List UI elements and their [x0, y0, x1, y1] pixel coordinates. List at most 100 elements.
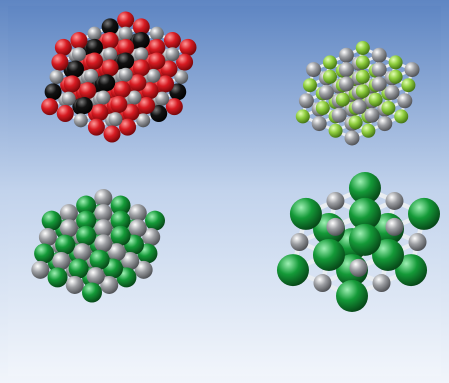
fluorite-lattice-model — [295, 41, 420, 146]
grey-sphere — [385, 217, 404, 236]
green-sphere — [47, 267, 68, 288]
grey-sphere — [371, 47, 387, 63]
grey-sphere — [94, 189, 113, 207]
light-green-sphere — [323, 55, 337, 70]
black-sphere — [101, 18, 119, 36]
red-sphere — [179, 38, 197, 56]
light-green-sphere — [355, 55, 370, 70]
grey-sphere — [61, 91, 76, 106]
light-green-sphere — [335, 92, 350, 107]
red-sphere — [163, 32, 181, 50]
grey-sphere — [311, 116, 327, 132]
grey-sphere — [73, 243, 92, 262]
grey-sphere — [349, 258, 368, 277]
grey-sphere — [404, 62, 420, 78]
black-sphere — [86, 38, 104, 56]
red-sphere — [103, 125, 121, 143]
black-sphere — [98, 74, 116, 92]
light-green-sphere — [323, 69, 337, 84]
green-sphere — [312, 238, 345, 271]
red-sphere — [63, 75, 81, 93]
light-green-sphere — [348, 115, 363, 130]
grey-sphere — [338, 47, 354, 63]
green-sphere — [336, 280, 368, 312]
grey-sphere — [87, 26, 102, 41]
grey-sphere — [290, 233, 309, 251]
green-sphere — [372, 238, 404, 271]
red-sphere — [70, 32, 88, 50]
light-green-sphere — [328, 123, 343, 138]
black-sphere — [75, 97, 93, 114]
red-sphere — [165, 98, 183, 116]
grey-sphere — [94, 234, 113, 253]
green-sphere — [289, 197, 322, 230]
grey-sphere — [128, 204, 147, 223]
red-sphere — [122, 103, 140, 121]
black-sphere — [117, 52, 135, 70]
black-sphere — [132, 32, 150, 50]
black-sphere — [169, 83, 187, 101]
red-sphere — [138, 97, 156, 114]
green-sphere — [145, 210, 165, 231]
red-sphere — [79, 82, 97, 100]
green-sphere — [76, 225, 97, 246]
black-sphere — [150, 104, 168, 122]
red-sphere — [148, 38, 166, 56]
green-sphere — [89, 249, 110, 270]
grey-sphere — [326, 191, 345, 210]
green-sphere — [276, 254, 309, 287]
grey-sphere — [71, 47, 86, 62]
red-sphere — [86, 52, 104, 70]
red-sphere — [101, 59, 119, 77]
red-sphere — [129, 74, 147, 92]
grey-sphere — [108, 112, 123, 127]
grey-sphere — [136, 113, 151, 128]
grey-sphere — [52, 252, 71, 270]
light-green-sphere — [315, 101, 330, 115]
light-green-sphere — [355, 84, 370, 99]
green-sphere — [408, 197, 440, 230]
grey-sphere — [318, 84, 334, 100]
grey-sphere — [149, 26, 164, 41]
sodium-chloride-small-model — [31, 189, 165, 303]
light-green-sphere — [368, 92, 383, 107]
grey-sphere — [59, 204, 78, 223]
light-green-sphere — [355, 69, 370, 84]
grey-sphere — [128, 219, 147, 238]
green-sphere — [82, 282, 102, 303]
green-sphere — [110, 210, 131, 231]
light-green-sphere — [381, 101, 396, 115]
red-sphere — [117, 38, 135, 56]
grey-sphere — [408, 233, 427, 251]
grey-sphere — [372, 274, 391, 293]
grey-sphere — [313, 274, 332, 293]
red-sphere — [132, 18, 150, 36]
grey-sphere — [326, 217, 345, 236]
grey-sphere — [338, 76, 354, 92]
grey-sphere — [127, 90, 142, 105]
light-green-sphere — [361, 123, 376, 138]
grey-sphere — [118, 26, 133, 41]
grey-sphere — [385, 191, 404, 210]
grey-sphere — [94, 204, 113, 223]
calcite-lattice-model — [41, 11, 197, 143]
green-sphere — [76, 195, 97, 216]
grey-sphere — [118, 67, 133, 82]
grey-sphere — [397, 93, 413, 109]
red-sphere — [141, 82, 159, 100]
grey-sphere — [31, 260, 50, 279]
grey-sphere — [134, 47, 149, 62]
grey-sphere — [377, 116, 393, 132]
grey-sphere — [84, 68, 99, 83]
light-green-sphere — [388, 55, 403, 70]
grey-sphere — [384, 84, 400, 100]
red-sphere — [91, 103, 109, 121]
grey-sphere — [364, 107, 380, 123]
grey-sphere — [103, 47, 118, 62]
red-sphere — [101, 32, 119, 50]
grey-sphere — [155, 91, 170, 106]
red-sphere — [132, 59, 150, 77]
light-green-sphere — [295, 109, 310, 124]
red-sphere — [176, 53, 194, 71]
